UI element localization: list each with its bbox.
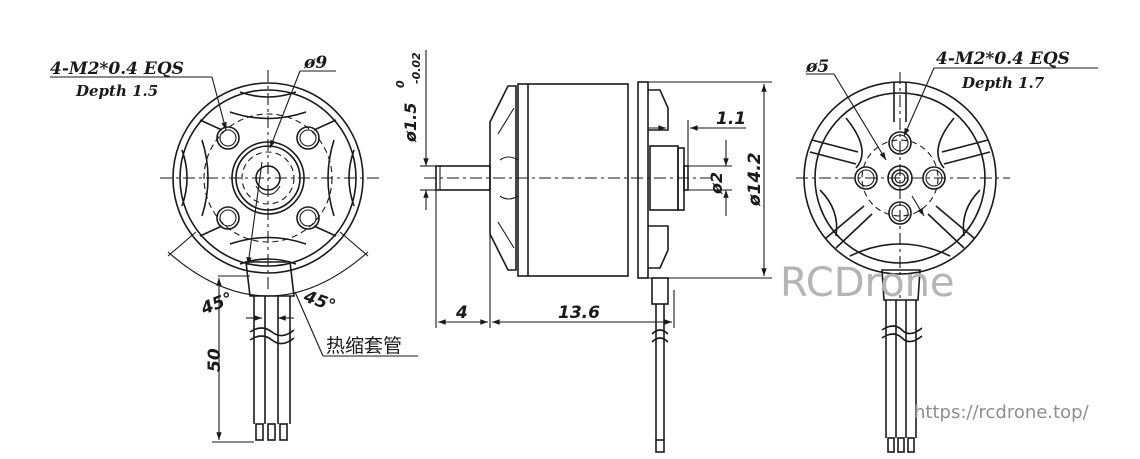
shaft-diameter-label: ø1.5 bbox=[401, 103, 420, 143]
boss-diameter-label: ø2 bbox=[707, 172, 726, 195]
inner-rim bbox=[179, 89, 357, 267]
front-view bbox=[50, 70, 418, 443]
shaft-length-label: 4 bbox=[455, 303, 468, 323]
motor-can bbox=[517, 83, 629, 277]
mounting-holes bbox=[216, 126, 320, 230]
rear-boss bbox=[683, 165, 689, 191]
body-length-label: 13.6 bbox=[558, 303, 600, 323]
bolt-circle bbox=[203, 113, 333, 243]
shaft-tol-lower: -0.02 bbox=[410, 52, 423, 84]
side-view bbox=[420, 50, 772, 453]
boss-height-label: 1.1 bbox=[716, 109, 746, 129]
body-diameter-label: ø14.2 bbox=[745, 152, 765, 207]
front-thread-callout: 4-M2*0.4 EQS bbox=[50, 59, 184, 79]
heat-shrink-sleeve bbox=[245, 261, 295, 297]
rear-thread-callout: 4-M2*0.4 EQS bbox=[936, 49, 1070, 69]
rear-mount bbox=[637, 81, 649, 279]
angle-right-label: 45° bbox=[300, 286, 338, 316]
shaft-tol-upper: 0 bbox=[394, 80, 407, 88]
rear-view bbox=[796, 67, 1098, 453]
rear-mounting-holes bbox=[854, 131, 946, 225]
url-watermark: https://rcdrone.top/ bbox=[914, 402, 1090, 423]
rear-bearing bbox=[887, 165, 913, 191]
rear-diameter-label: ø5 bbox=[805, 57, 829, 77]
rear-outer-rim bbox=[803, 81, 997, 275]
front-thread-depth: Depth 1.5 bbox=[75, 82, 158, 100]
lead-length-label: 50 bbox=[205, 348, 225, 372]
hub-outer bbox=[231, 141, 305, 215]
brand-watermark: RCDrone bbox=[780, 260, 955, 306]
front-diameter-label: ø9 bbox=[303, 53, 327, 73]
angle-left-label: 45° bbox=[197, 289, 235, 320]
heat-shrink-label: 热缩套管 bbox=[326, 335, 402, 357]
rear-thread-depth: Depth 1.7 bbox=[961, 74, 1045, 92]
outer-rim bbox=[172, 82, 364, 274]
shaft-end bbox=[255, 165, 281, 191]
